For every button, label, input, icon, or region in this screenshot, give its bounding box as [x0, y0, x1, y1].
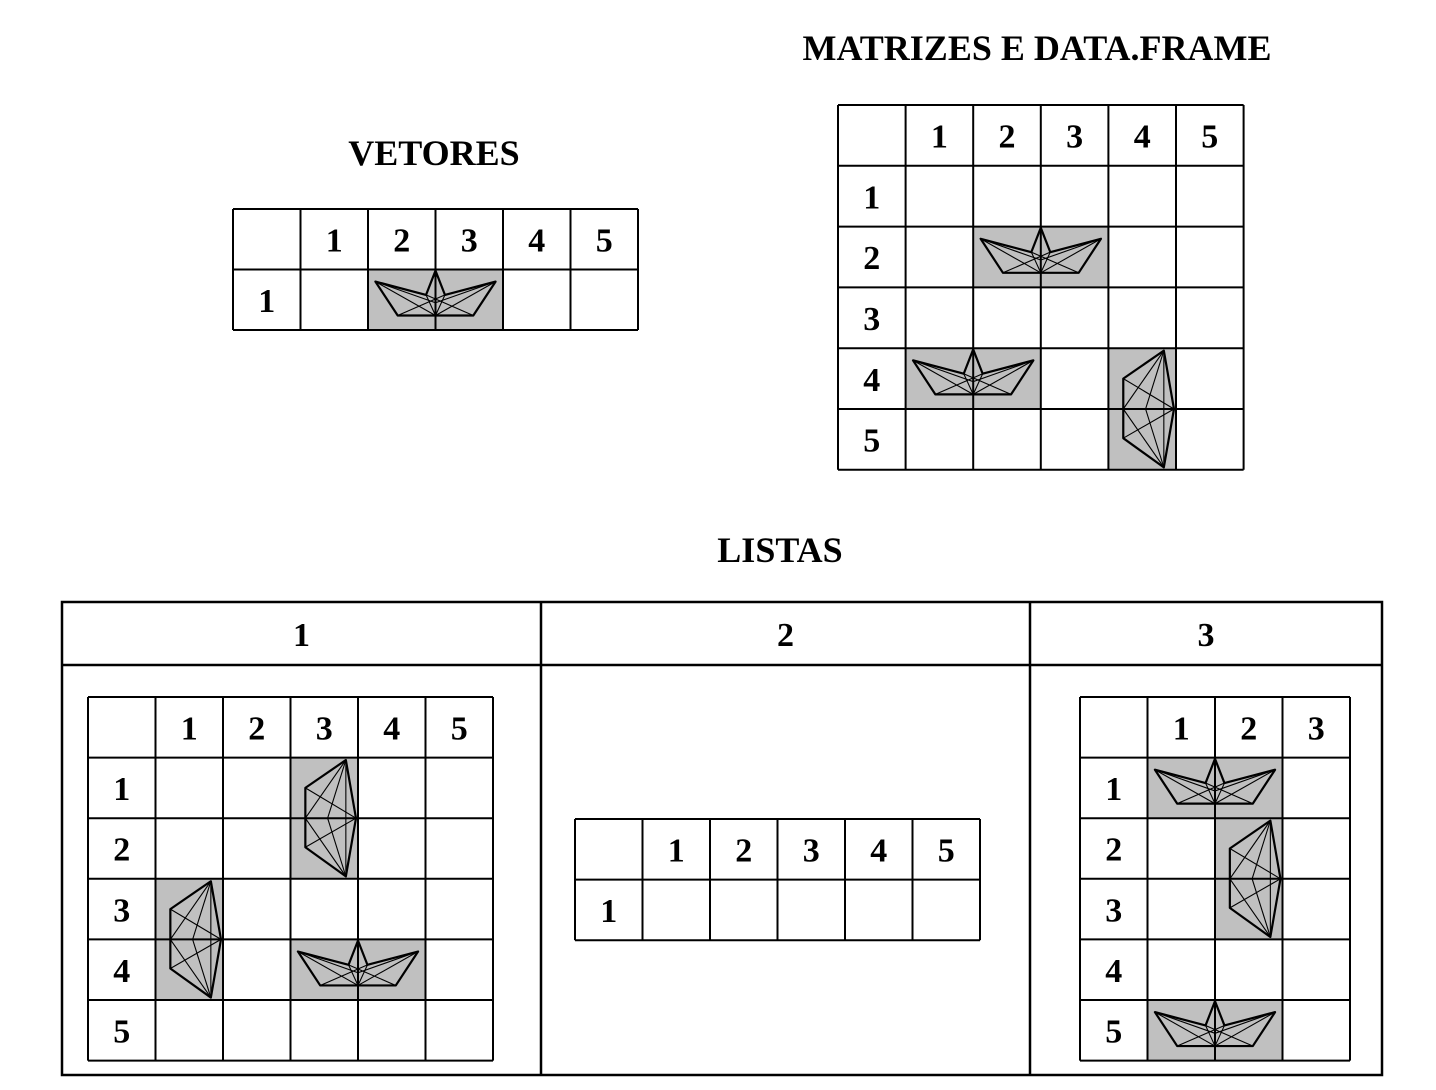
column-header: 3: [461, 222, 478, 259]
row-header: 5: [1105, 1014, 1122, 1051]
column-header: 4: [870, 833, 887, 870]
row-header: 2: [863, 240, 880, 277]
matrizes-grid: 1 2 3 4 5 1 2 3 4 5: [837, 104, 1245, 471]
column-header: 4: [1134, 119, 1151, 156]
listas-outer-border: [60, 600, 1384, 1077]
column-header: 2: [248, 711, 265, 748]
row-header: 1: [1105, 771, 1122, 808]
row-header: 1: [258, 283, 275, 320]
column-header: 4: [528, 222, 545, 259]
paper-boat-icon: [304, 758, 358, 878]
column-header: 3: [803, 833, 820, 870]
column-header: 2: [735, 833, 752, 870]
paper-boat-icon: [374, 269, 497, 317]
column-header: 5: [451, 711, 468, 748]
column-header: 2: [999, 119, 1016, 156]
listas-table: 1 2 3 1 2 3 4 5 1 2 3 4 5 1 2 3 4 5 1 1 2 3 1 2 3 4 5: [60, 600, 1384, 1077]
row-header: 1: [113, 771, 130, 808]
column-header: 2: [393, 222, 410, 259]
column-header: 1: [1173, 711, 1190, 748]
column-header: 2: [1240, 711, 1257, 748]
row-header: 4: [113, 953, 130, 990]
paper-boat-icon: [911, 348, 1035, 396]
paper-boat-icon: [296, 939, 420, 987]
row-header: 1: [863, 179, 880, 216]
row-header: 3: [1105, 892, 1122, 929]
column-header: 1: [931, 119, 948, 156]
paper-boat-icon: [1153, 757, 1277, 805]
row-header: 2: [113, 832, 130, 869]
column-header: 3: [1066, 119, 1083, 156]
row-header: 4: [863, 362, 880, 399]
row-header: 5: [863, 423, 880, 460]
column-header: 1: [326, 222, 343, 259]
paper-boat-icon: [1122, 349, 1176, 469]
matrizes-title: MATRIZES E DATA.FRAME: [802, 28, 1271, 68]
row-header: 3: [863, 301, 880, 338]
paper-boat-icon: [1153, 1000, 1277, 1048]
listas-title: LISTAS: [717, 530, 842, 570]
listas-column-header: 3: [1198, 617, 1215, 654]
column-header: 1: [181, 711, 198, 748]
paper-boat-icon: [1228, 819, 1282, 939]
listas-column-header: 2: [777, 617, 794, 654]
row-header: 5: [113, 1014, 130, 1051]
row-header: 3: [113, 892, 130, 929]
column-header: 3: [1308, 711, 1325, 748]
column-header: 5: [596, 222, 613, 259]
vetores-grid: 1 2 3 4 5 1: [232, 208, 639, 331]
column-header: 1: [668, 833, 685, 870]
row-header: 1: [600, 893, 617, 930]
column-header: 3: [316, 711, 333, 748]
row-header: 4: [1105, 953, 1122, 990]
listas-item-1-grid: 1 2 3 4 5 1 2 3 4 5: [87, 696, 494, 1062]
column-header: 5: [938, 833, 955, 870]
column-header: 4: [383, 711, 400, 748]
listas-item-2-grid: 1 2 3 4 5 1: [574, 818, 981, 942]
listas-item-3-grid: 1 2 3 1 2 3 4 5: [1079, 696, 1351, 1062]
column-header: 5: [1201, 119, 1218, 156]
paper-boat-icon: [169, 880, 223, 999]
row-header: 2: [1105, 832, 1122, 869]
vetores-title: VETORES: [348, 133, 519, 173]
listas-column-header: 1: [293, 617, 310, 654]
paper-boat-icon: [979, 226, 1103, 274]
